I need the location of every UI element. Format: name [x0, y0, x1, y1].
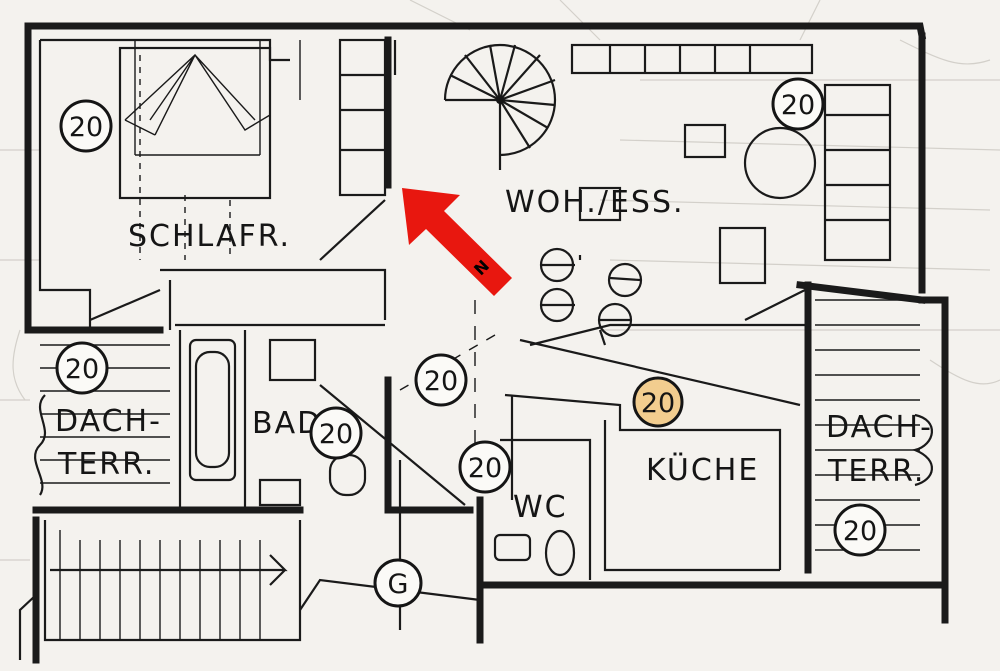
lower-stairs — [50, 530, 481, 640]
bed — [118, 46, 272, 260]
walls — [24, 22, 949, 664]
marker-m1: 20 — [59, 99, 113, 153]
roof-terrace-right-hatching — [744, 289, 933, 551]
marker-m8-text: 20 — [843, 516, 877, 547]
roof-terrace-left-hatching — [34, 288, 170, 496]
marker-m6-text: 20 — [468, 453, 502, 484]
partitions — [18, 38, 805, 660]
marker-m7-highlight-circle — [632, 376, 684, 428]
marker-m2-text: 20 — [781, 90, 815, 121]
marker-m1-text: 20 — [69, 112, 103, 143]
marker-m3-text: 20 — [65, 354, 99, 385]
dining-chairs — [539, 247, 643, 346]
room-label-dachterrasse-links-1: DACH- — [55, 404, 162, 439]
north-arrow: N — [402, 188, 512, 296]
marker-m4: 20 — [414, 353, 468, 407]
north-arrow-icon — [402, 188, 512, 296]
room-label-dachterrasse-links-2: TERR. — [57, 447, 155, 482]
room-label-wc: WC — [513, 490, 568, 525]
room-label-bad: BAD — [252, 406, 322, 441]
marker-m8: 20 — [833, 503, 887, 557]
marker-m5: 20 — [309, 406, 363, 460]
spiral-staircase — [443, 43, 557, 170]
room-label-wohnen-essen: WOH./ESS. — [505, 185, 685, 220]
dashed-lines — [399, 300, 496, 470]
background-traces — [0, 0, 1000, 561]
room-label-dachterrasse-rechts-1: DACH- — [826, 410, 933, 445]
marker-m10-garage: G — [373, 558, 423, 608]
room-label-kueche: KÜCHE — [646, 452, 759, 488]
room-label-dachterrasse-rechts-2: TERR. — [827, 454, 925, 489]
wc-fixtures — [493, 529, 576, 577]
marker-m10-text: G — [388, 569, 409, 600]
marker-m5-text: 20 — [319, 419, 353, 450]
wardrobe — [319, 38, 387, 261]
living-furniture — [570, 43, 892, 285]
marker-m7-text: 20 — [641, 388, 675, 419]
marker-m6: 20 — [458, 440, 512, 494]
bathroom-fixtures — [188, 338, 466, 507]
room-label-schlafzimmer: SCHLAFR. — [128, 219, 291, 254]
marker-m4-text: 20 — [424, 366, 458, 397]
marker-m2: 20 — [771, 77, 825, 131]
marker-m3: 20 — [55, 341, 109, 395]
marker-m7-highlighted: 20 — [632, 376, 684, 428]
